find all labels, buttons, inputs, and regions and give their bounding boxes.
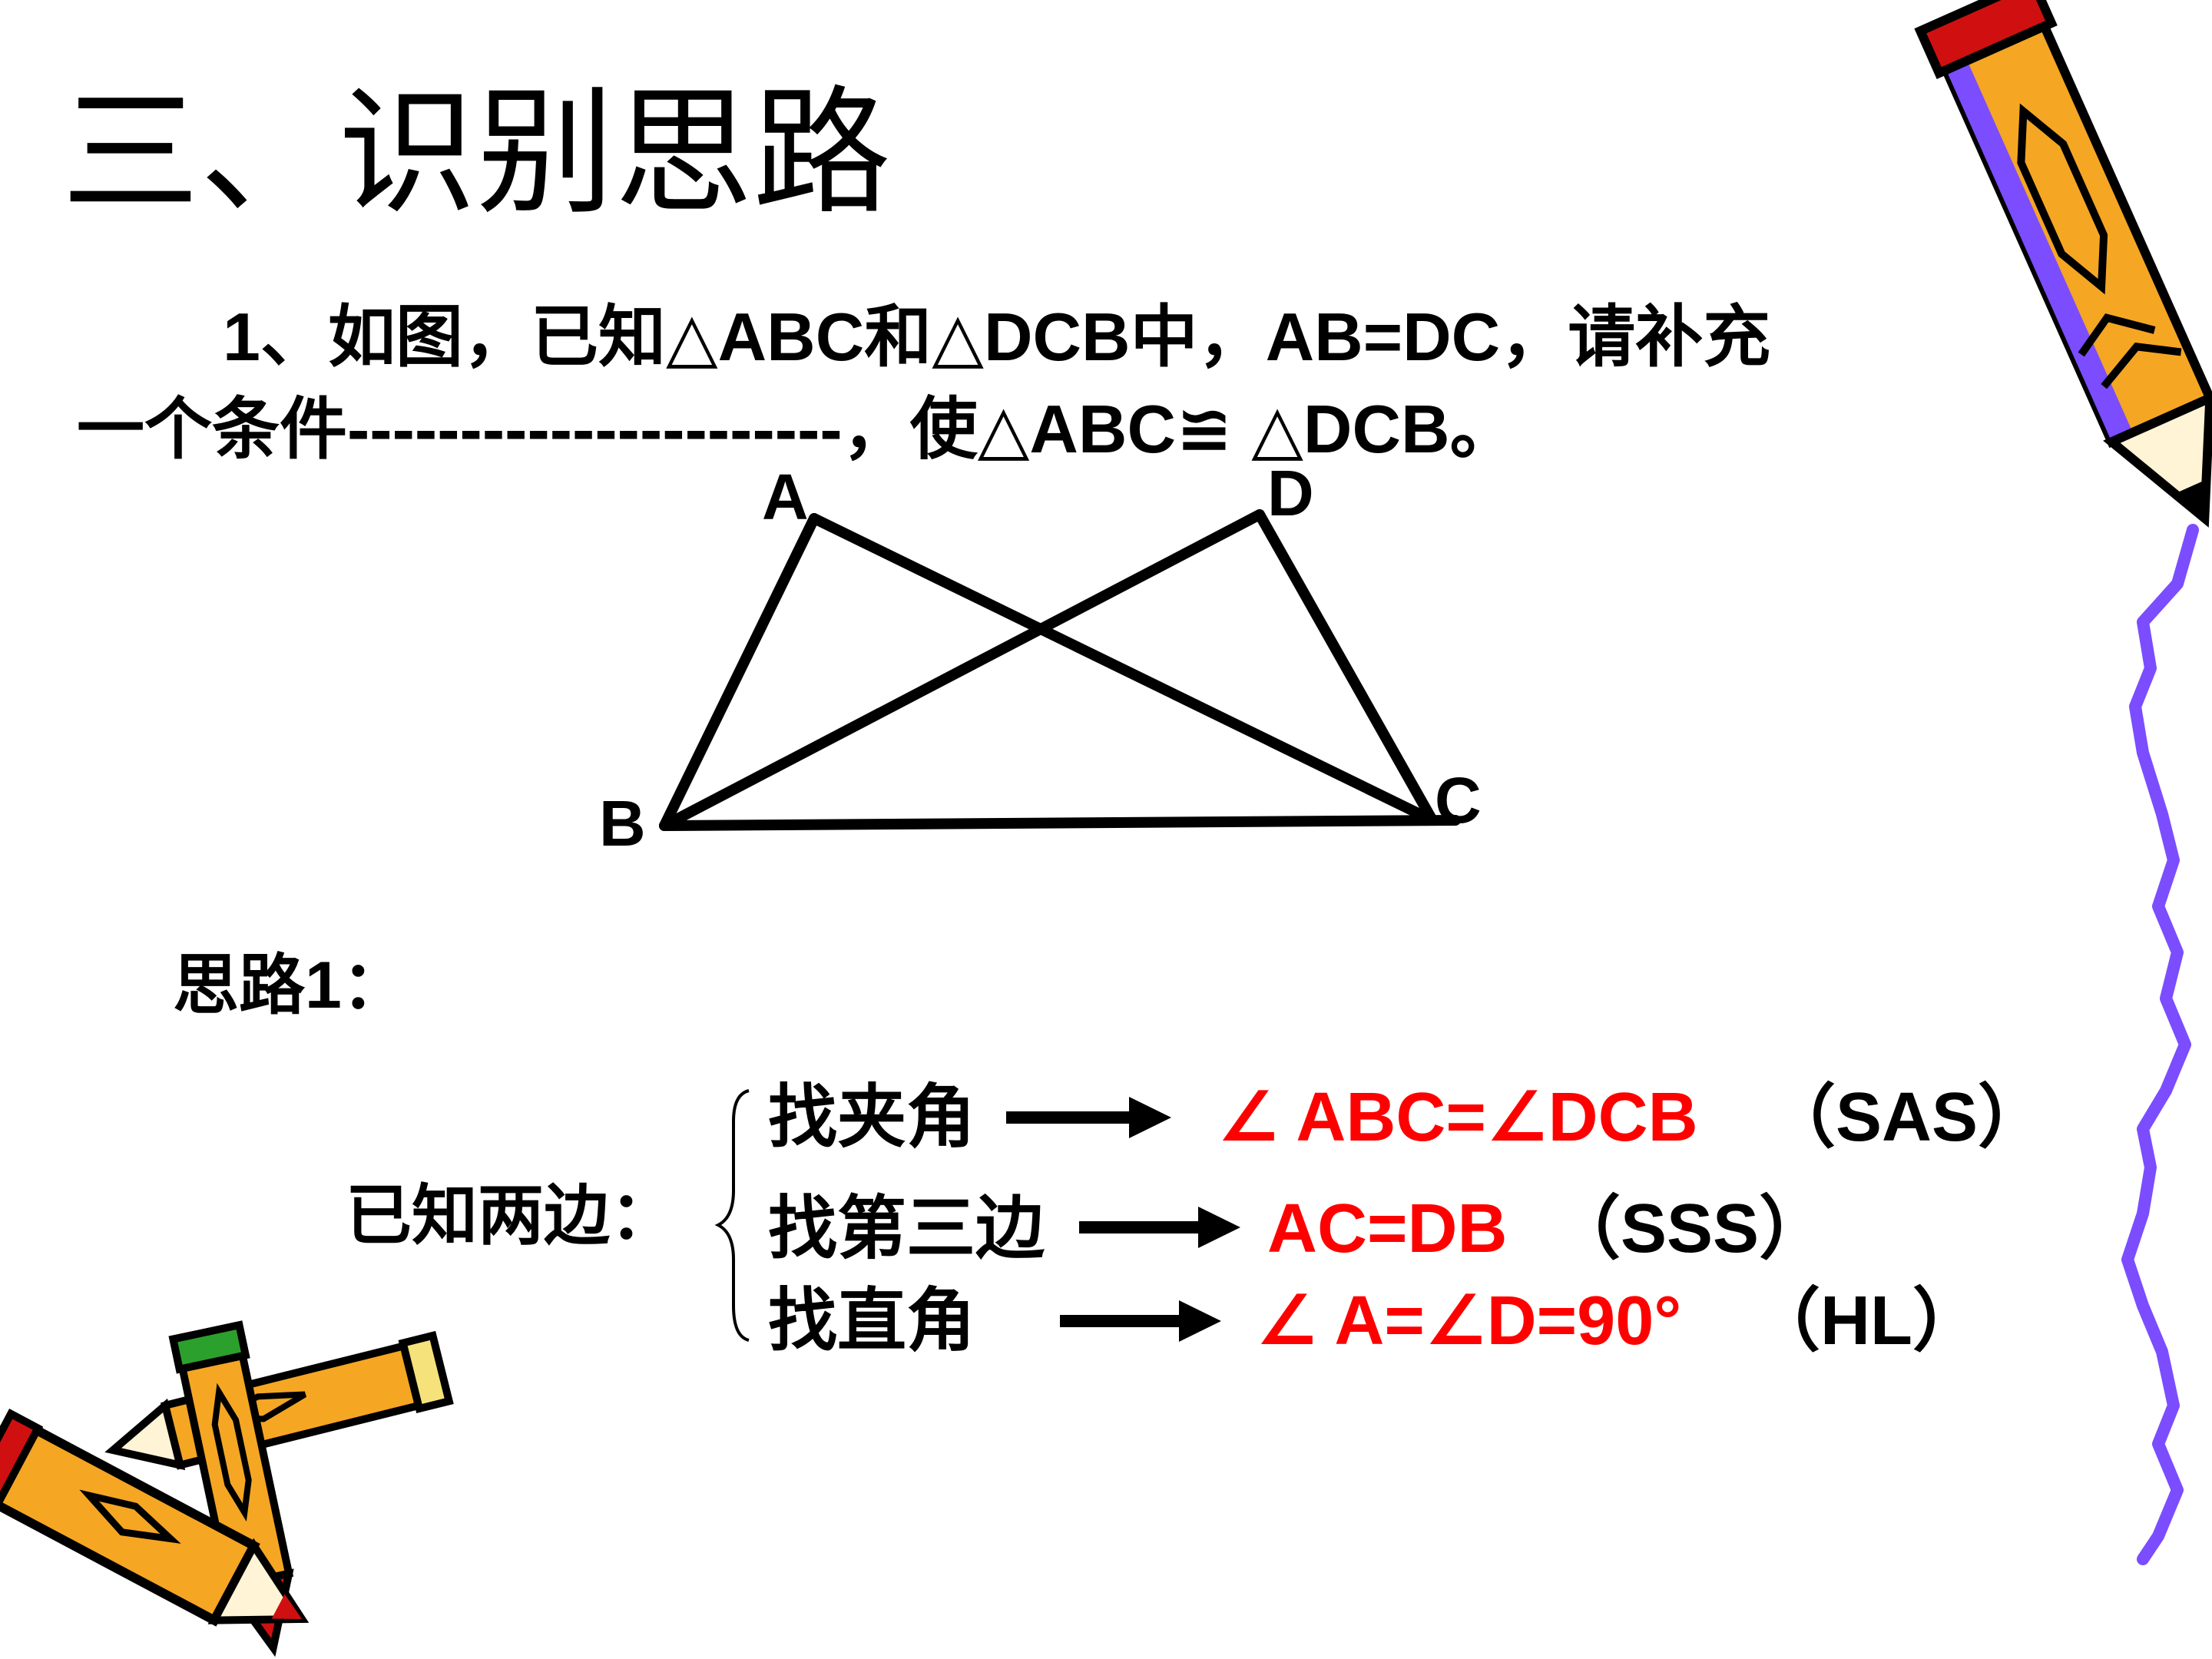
step-label: 找第三边 bbox=[768, 1190, 1045, 1267]
arrow-icon bbox=[1006, 1097, 1171, 1138]
arrow-icon bbox=[1060, 1300, 1221, 1342]
condition-text: AC=DB bbox=[1267, 1190, 1508, 1267]
idea-label: 思路1： bbox=[173, 949, 408, 1022]
slide-title: 三、识别思路 bbox=[61, 73, 892, 233]
segment-ab bbox=[659, 513, 820, 831]
segment-db bbox=[659, 509, 1265, 831]
criterion-text: （HL） bbox=[1751, 1283, 1982, 1359]
condition-text: ∠ A=∠D=90° bbox=[1256, 1283, 1682, 1359]
problem-line-1: 1、如图，已知△ABC和△DCB中，AB=DC，请补充 bbox=[223, 299, 1771, 375]
squiggle-decoration bbox=[2121, 524, 2199, 1565]
pencil-icon bbox=[0, 1409, 310, 1627]
criterion-text: （SSS） bbox=[1551, 1190, 1829, 1267]
step-label: 找直角 bbox=[768, 1283, 975, 1359]
segment-ac bbox=[809, 513, 1438, 826]
brace bbox=[714, 1089, 750, 1342]
vertex-label-b: B bbox=[599, 787, 646, 859]
arrow-icon bbox=[1079, 1207, 1240, 1248]
pencil-icon bbox=[1914, 0, 2212, 528]
segment-dc bbox=[1254, 509, 1438, 826]
step-label: 找夹角 bbox=[768, 1079, 975, 1156]
vertex-label-a: A bbox=[762, 461, 809, 533]
pencil-icon bbox=[104, 1330, 454, 1471]
vertex-label-d: D bbox=[1267, 457, 1314, 529]
vertex-label-c: C bbox=[1435, 764, 1482, 836]
segment-bc bbox=[659, 815, 1461, 831]
criterion-text: （SAS） bbox=[1767, 1079, 2048, 1156]
condition-text: ∠ ABC=∠DCB bbox=[1217, 1079, 1698, 1156]
problem-line-2: 一个条件----------------------，使△ABC≌ △DCB。 bbox=[77, 391, 1518, 467]
known-sides-label: 已知两边： bbox=[346, 1179, 676, 1253]
triangle-figure bbox=[659, 509, 1461, 831]
